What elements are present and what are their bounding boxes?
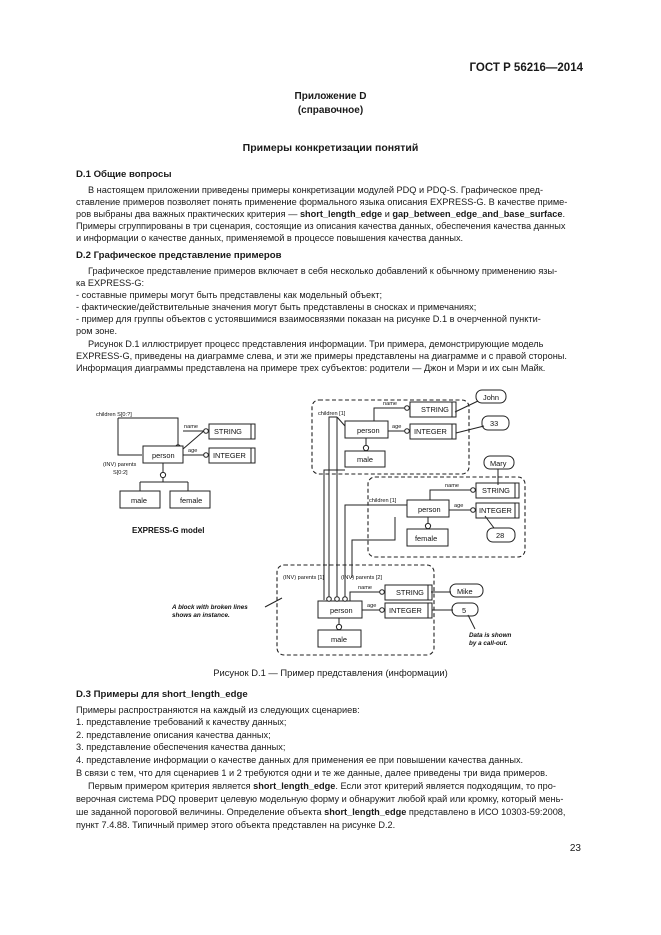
john-age-label: age [392,424,401,430]
term-short-length-edge-3: short_length_edge [324,807,407,817]
mary-integer: INTEGER [479,506,512,515]
d3-item-4: 4. представление информации о качестве д… [76,755,524,765]
mike-name-label: name [358,585,372,591]
left-inv-parents-1: (INV) parents [103,462,136,468]
note-callout-pointer [467,614,476,630]
term-gap-between: gap_between_edge_and_base_surface [392,209,563,219]
term-short-length-edge-2: short_length_edge [253,781,336,791]
mike-integer: INTEGER [389,606,422,615]
d2-para2-line-3: Информация диаграммы представлена на при… [76,363,546,373]
express-g-model-label: EXPRESS-G model [132,526,204,535]
john-male: male [357,455,373,464]
d2-line-1: Графическое представление примеров включ… [88,266,558,276]
mary-name-label: name [445,483,459,489]
d2-line-2: ка EXPRESS-G: [76,278,145,288]
express-g-model: children S[0:?] person name STRING age I… [96,412,256,535]
instance-mike: (INV) parents [1] (INV) parents [2] pers… [276,564,484,656]
mary-person: person [418,505,441,514]
mary-age-value: 28 [496,531,504,540]
note-block-line-2: shows an instance. [172,612,230,619]
john-name-label: name [383,401,397,407]
d3-para-1: В связи с тем, что для сценариев 1 и 2 т… [76,768,548,778]
d1-line-2: ставление примеров позволяет понять прим… [76,197,568,207]
mike-age-label: age [367,603,376,609]
d2-para2-line-1: Рисунок D.1 иллюстрирует процесс предста… [88,339,544,349]
d1-line-3e: . [562,209,565,219]
d2-bullet-3a: - пример для группы объектов с устоявшим… [76,314,541,324]
mike-male: male [331,635,347,644]
d1-line-3a: ров выбраны два важных практических крит… [76,209,300,219]
d2-bullet-1: - составные примеры могут быть представл… [76,290,383,300]
annex-title: Приложение D [294,91,367,102]
d2-para2-line-2: EXPRESS-G, приведены на диаграмме слева,… [76,351,567,361]
label-children-1: children [1] [318,411,346,417]
note-callout-line-2: by a call-out. [469,640,508,647]
d3-item-2: 2. представление описания качества данны… [76,730,271,740]
left-male: male [131,496,147,505]
d3-para-2-1c: . Если этот критерий является подходящим… [335,781,556,791]
d1-line-4: Примеры сгруппированы в три сценария, со… [76,221,566,231]
mary-name-value: Mary [490,459,507,468]
mike-string: STRING [396,588,424,597]
main-title: Примеры конкретизации понятий [242,142,419,154]
mike-age-value: 5 [462,606,466,615]
annex-subtitle: (справочное) [297,105,364,116]
d3-para-2-line-4: пункт 7.4.88. Типичный пример этого объе… [76,820,396,830]
mike-name-value: Mike [457,587,473,596]
mike-person: person [330,606,353,615]
instance-john: children [1] person name STRING age INTE… [311,389,510,475]
left-age-label: age [188,448,197,454]
term-short-length-edge: short_length_edge [299,209,383,219]
left-string: STRING [214,427,242,436]
left-inv-parents-2: S[0:2] [113,470,128,476]
d3-para-2-3a: ше заданной пороговой величины. Определе… [76,807,325,817]
d2-bullet-2: - фактические/действительные значения мо… [76,302,477,312]
d3-item-3: 3. представление обеспечения качества да… [76,742,286,752]
d1-line-3c: и [382,209,393,219]
page-number: 23 [569,843,581,854]
standard-number: ГОСТ Р 56216—2014 [469,62,583,74]
john-age-value: 33 [490,419,498,428]
d3-para-2-line-1: Первым примером критерия является short_… [88,780,556,792]
john-string: STRING [421,405,449,414]
d3-para-2-1a: Первым примером критерия является [88,781,254,791]
mike-inv-parents-2: (INV) parents [2] [341,575,382,581]
mary-age-label: age [454,503,463,509]
label-children-s: children S[0:?] [96,412,132,418]
john-name-value: John [483,393,499,402]
d1-heading: D.1 Общие вопросы [76,169,172,180]
note-block-pointer [264,597,283,608]
d2-bullet-3b: ром зоне. [76,326,118,336]
left-integer: INTEGER [213,451,246,460]
mary-female: female [415,534,437,543]
left-female: female [180,496,202,505]
note-callout-line-1: Data is shown [469,632,511,639]
instance-relations [323,416,407,602]
left-person: person [152,451,175,460]
mary-string: STRING [482,486,510,495]
figure-caption: Рисунок D.1 — Пример представления (инфо… [213,667,448,678]
d3-para-2-3c: представлено в ИСО 10303-59:2008, [406,807,566,817]
d2-heading: D.2 Графическое представление примеров [76,250,282,261]
note-block-line-1: A block with broken lines [171,604,248,611]
d3-para-2-line-2: верочная система PDQ проверит целевую мо… [76,794,564,804]
d3-item-1: 1. представление требований к качеству д… [76,717,287,727]
d1-line-5: и информации о качестве данных, применяе… [76,233,464,243]
instance-mary: children [1] person name STRING age INTE… [367,455,526,558]
d3-para-2-line-3: ше заданной пороговой величины. Определе… [76,806,565,818]
mike-inv-parents-1: (INV) parents [1] [283,575,324,581]
d1-line-3: ров выбраны два важных практических крит… [76,208,565,220]
john-person: person [357,426,380,435]
john-integer: INTEGER [414,427,447,436]
left-name-label: name [184,424,198,430]
label-children-1b: children [1] [369,498,397,504]
d1-line-1: В настоящем приложении приведены примеры… [88,185,544,195]
annex-heading: Приложение D (справочное) [0,90,661,118]
d3-intro: Примеры распространяются на каждый из сл… [76,705,360,715]
d3-heading: D.3 Примеры для short_length_edge [76,689,248,700]
